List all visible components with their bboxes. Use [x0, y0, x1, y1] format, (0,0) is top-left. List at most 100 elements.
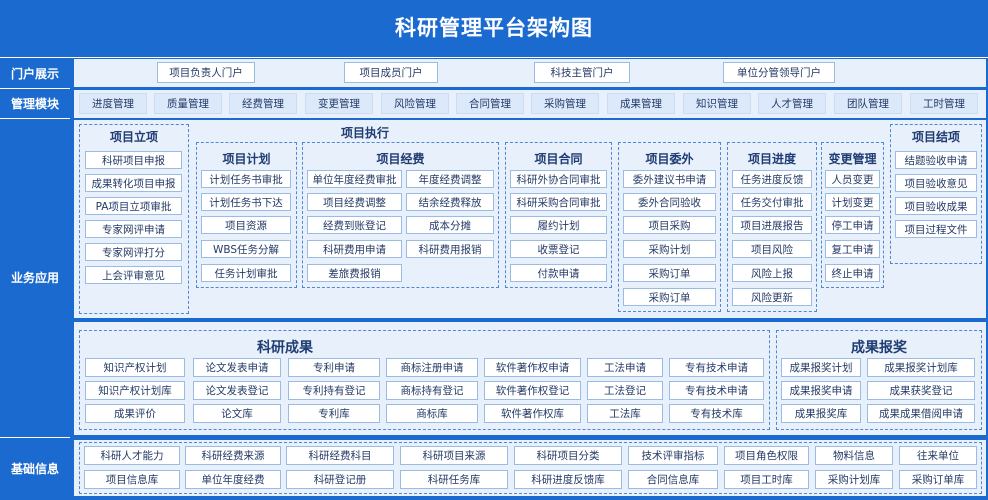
- weiwai-item[interactable]: 采购计划: [623, 240, 716, 258]
- chengguo-item[interactable]: 专利持有登记: [288, 381, 380, 400]
- chengguo-item[interactable]: 软件著作权登记: [484, 381, 581, 400]
- chengguo-item[interactable]: 论文发表登记: [193, 381, 281, 400]
- chengguo-item[interactable]: 知识产权计划库: [85, 381, 185, 400]
- portal-link[interactable]: 单位分管领导门户: [723, 62, 835, 83]
- chengguo-item[interactable]: 专有技术申请: [669, 358, 764, 377]
- jiexiang-item[interactable]: 项目验收意见: [895, 174, 977, 192]
- portal-link[interactable]: 项目负责人门户: [157, 62, 255, 83]
- module-tab[interactable]: 风险管理: [381, 93, 449, 114]
- jindu-item[interactable]: 任务交付审批: [732, 193, 812, 211]
- chengguo-item[interactable]: 软件著作权库: [484, 404, 581, 423]
- base-item[interactable]: 往来单位: [899, 446, 977, 465]
- chengguo-item[interactable]: 专利库: [288, 404, 380, 423]
- portal-link[interactable]: 项目成员门户: [344, 62, 438, 83]
- base-item[interactable]: 科研项目分类: [514, 446, 622, 465]
- chengguo-item[interactable]: 软件著作权申请: [484, 358, 581, 377]
- base-item[interactable]: 科研进度反馈库: [514, 470, 622, 489]
- module-tab[interactable]: 成果管理: [607, 93, 675, 114]
- jihua-item[interactable]: WBS任务分解: [201, 240, 291, 258]
- jihua-item[interactable]: 项目资源: [201, 216, 291, 234]
- weiwai-item[interactable]: 委外建议书申请: [623, 170, 716, 188]
- module-tab[interactable]: 质量管理: [154, 93, 222, 114]
- jindu-item[interactable]: 项目进展报告: [732, 216, 812, 234]
- base-item[interactable]: 科研人才能力: [84, 446, 180, 465]
- base-item[interactable]: 项目信息库: [84, 470, 180, 489]
- jindu-item[interactable]: 风险上报: [732, 264, 812, 282]
- chengguo-item[interactable]: 知识产权计划: [85, 358, 185, 377]
- baojiang-item[interactable]: 成果获奖登记: [867, 381, 975, 400]
- chengguo-item[interactable]: 商标注册申请: [386, 358, 478, 377]
- baojiang-item[interactable]: 成果成果借阅申请: [867, 404, 975, 423]
- base-item[interactable]: 合同信息库: [628, 470, 718, 489]
- base-item[interactable]: 单位年度经费: [185, 470, 281, 489]
- jingfei-item[interactable]: 科研费用申请: [307, 240, 402, 258]
- biangeng-item[interactable]: 人员变更: [825, 170, 880, 188]
- baojiang-item[interactable]: 成果报奖计划库: [867, 358, 975, 377]
- jingfei-item[interactable]: 单位年度经费审批: [307, 170, 402, 188]
- jingfei-item[interactable]: 年度经费调整: [406, 170, 494, 188]
- jindu-item[interactable]: 风险更新: [732, 288, 812, 306]
- module-tab[interactable]: 团队管理: [834, 93, 902, 114]
- lixiang-item[interactable]: 成果转化项目申报: [85, 174, 182, 192]
- chengguo-item[interactable]: 商标库: [386, 404, 478, 423]
- chengguo-item[interactable]: 专利申请: [288, 358, 380, 377]
- baojiang-item[interactable]: 成果报奖计划: [781, 358, 861, 377]
- lixiang-item[interactable]: PA项目立项审批: [85, 197, 182, 215]
- base-item[interactable]: 采购计划库: [815, 470, 893, 489]
- jiexiang-item[interactable]: 结题验收申请: [895, 151, 977, 169]
- module-tab[interactable]: 变更管理: [305, 93, 373, 114]
- lixiang-item[interactable]: 专家网评申请: [85, 220, 182, 238]
- base-item[interactable]: 采购订单库: [899, 470, 977, 489]
- jiexiang-item[interactable]: 项目过程文件: [895, 220, 977, 238]
- biangeng-item[interactable]: 计划变更: [825, 193, 880, 211]
- biangeng-item[interactable]: 复工申请: [825, 240, 880, 258]
- jindu-item[interactable]: 任务进度反馈: [732, 170, 812, 188]
- hetong-item[interactable]: 科研外协合同审批: [510, 170, 607, 188]
- lixiang-item[interactable]: 科研项目申报: [85, 151, 182, 169]
- chengguo-item[interactable]: 工法登记: [587, 381, 663, 400]
- jihua-item[interactable]: 任务计划审批: [201, 264, 291, 282]
- portal-link[interactable]: 科技主管门户: [534, 62, 630, 83]
- jingfei-item[interactable]: 成本分摊: [406, 216, 494, 234]
- module-tab[interactable]: 人才管理: [758, 93, 826, 114]
- base-item[interactable]: 项目角色权限: [724, 446, 809, 465]
- baojiang-item[interactable]: 成果报奖库: [781, 404, 861, 423]
- chengguo-item[interactable]: 商标持有登记: [386, 381, 478, 400]
- module-tab[interactable]: 采购管理: [531, 93, 599, 114]
- chengguo-item[interactable]: 工法库: [587, 404, 663, 423]
- jiexiang-item[interactable]: 项目验收成果: [895, 197, 977, 215]
- base-item[interactable]: 科研登记册: [286, 470, 394, 489]
- biangeng-item[interactable]: 停工申请: [825, 216, 880, 234]
- module-tab[interactable]: 工时管理: [910, 93, 978, 114]
- lixiang-item[interactable]: 专家网评打分: [85, 243, 182, 261]
- lixiang-item[interactable]: 上会评审意见: [85, 266, 182, 284]
- hetong-item[interactable]: 履约计划: [510, 216, 607, 234]
- chengguo-item[interactable]: 论文发表申请: [193, 358, 281, 377]
- base-item[interactable]: 项目工时库: [724, 470, 809, 489]
- jingfei-item[interactable]: 项目经费调整: [307, 193, 402, 211]
- module-tab[interactable]: 知识管理: [683, 93, 751, 114]
- chengguo-item[interactable]: 专有技术申请: [669, 381, 764, 400]
- module-tab[interactable]: 经费管理: [229, 93, 297, 114]
- jihua-item[interactable]: 计划任务书审批: [201, 170, 291, 188]
- hetong-item[interactable]: 科研采购合同审批: [510, 193, 607, 211]
- chengguo-item[interactable]: 专有技术库: [669, 404, 764, 423]
- weiwai-item[interactable]: 采购订单: [623, 264, 716, 282]
- base-item[interactable]: 科研任务库: [400, 470, 508, 489]
- module-tab[interactable]: 进度管理: [79, 93, 147, 114]
- weiwai-item[interactable]: 项目采购: [623, 216, 716, 234]
- baojiang-item[interactable]: 成果报奖申请: [781, 381, 861, 400]
- jindu-item[interactable]: 项目风险: [732, 240, 812, 258]
- hetong-item[interactable]: 付款申请: [510, 264, 607, 282]
- hetong-item[interactable]: 收票登记: [510, 240, 607, 258]
- base-item[interactable]: 科研经费来源: [185, 446, 281, 465]
- weiwai-item[interactable]: 委外合同验收: [623, 193, 716, 211]
- jihua-item[interactable]: 计划任务书下达: [201, 193, 291, 211]
- base-item[interactable]: 科研项目来源: [400, 446, 508, 465]
- base-item[interactable]: 技术评审指标: [628, 446, 718, 465]
- weiwai-item[interactable]: 采购订单: [623, 288, 716, 306]
- chengguo-item[interactable]: 论文库: [193, 404, 281, 423]
- jingfei-item[interactable]: 经费到账登记: [307, 216, 402, 234]
- chengguo-item[interactable]: 工法申请: [587, 358, 663, 377]
- biangeng-item[interactable]: 终止申请: [825, 264, 880, 282]
